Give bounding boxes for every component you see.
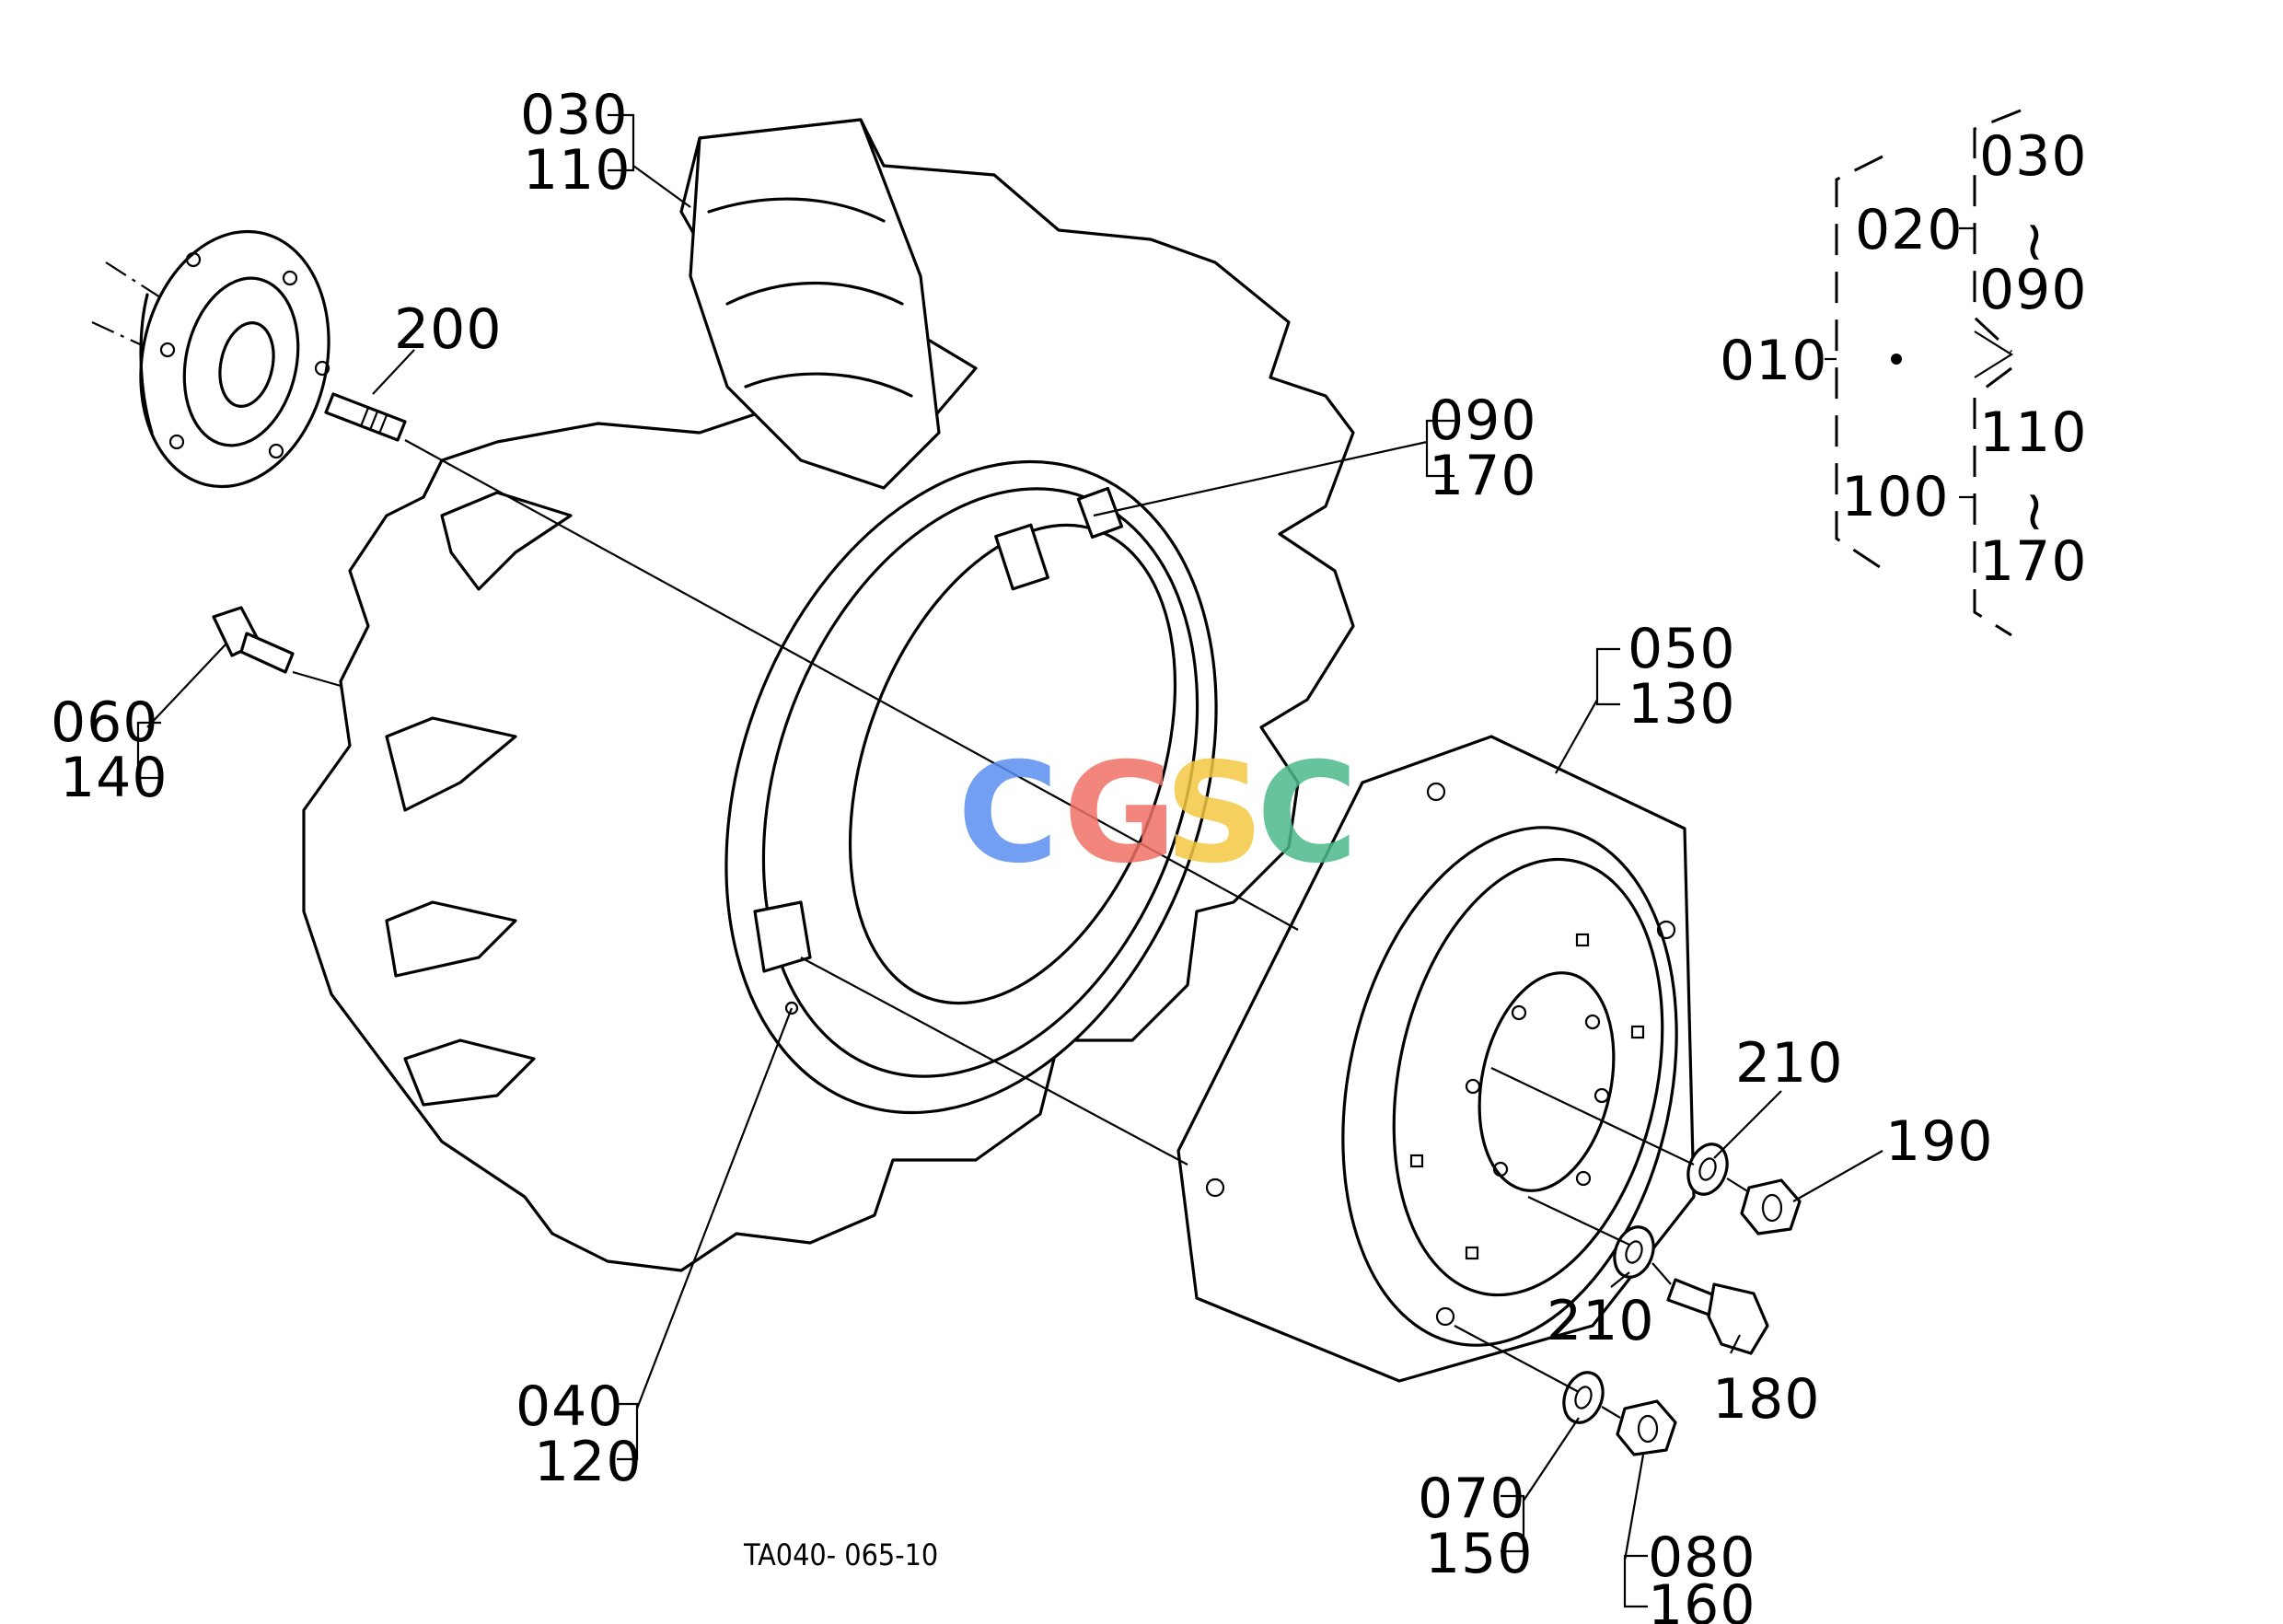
label-060: 060 bbox=[51, 690, 159, 755]
stud-bolt-200 bbox=[324, 392, 407, 442]
watermark-letter-1: C bbox=[957, 734, 1059, 894]
label-050: 050 bbox=[1628, 617, 1736, 681]
legend-label-170: 170 bbox=[1979, 529, 2088, 594]
nut-190 bbox=[1740, 1178, 1802, 1235]
label-210-upper: 210 bbox=[1735, 1031, 1844, 1096]
label-070: 070 bbox=[1418, 1467, 1526, 1531]
legend-label-010: 010 bbox=[1720, 329, 1828, 393]
bolt-180 bbox=[1666, 1278, 1769, 1355]
bolt-060 bbox=[212, 606, 295, 674]
wheel-disc bbox=[1176, 735, 1696, 1383]
legend-range-mark-upper: ~ bbox=[2003, 219, 2068, 266]
label-090: 090 bbox=[1429, 389, 1537, 453]
washer-070 bbox=[1562, 1371, 1605, 1424]
label-130: 130 bbox=[1628, 672, 1736, 737]
label-080: 080 bbox=[1648, 1525, 1756, 1590]
legend-label-020: 020 bbox=[1855, 198, 1964, 262]
label-210-lower: 210 bbox=[1547, 1289, 1655, 1353]
legend-range-mark-lower: ~ bbox=[2003, 489, 2068, 536]
label-140: 140 bbox=[60, 746, 168, 810]
legend-label-030: 030 bbox=[1979, 124, 2088, 189]
drawing-code: TA040- 065-10 bbox=[743, 1537, 938, 1572]
wheel-hub bbox=[91, 229, 330, 489]
label-150: 150 bbox=[1425, 1522, 1534, 1586]
legend-label-110: 110 bbox=[1979, 400, 2088, 465]
label-170: 170 bbox=[1429, 444, 1537, 508]
leader-lines bbox=[136, 113, 1883, 1608]
part-labels: 030 110 200 090 170 060 140 050 130 210 … bbox=[51, 83, 2088, 1624]
legend-label-090: 090 bbox=[1979, 258, 2088, 322]
label-120: 120 bbox=[534, 1430, 643, 1494]
nut-080 bbox=[1616, 1399, 1677, 1456]
assembly-lines bbox=[292, 439, 1750, 1419]
label-040: 040 bbox=[516, 1375, 624, 1439]
label-200: 200 bbox=[394, 297, 503, 362]
watermark-logo: C G S C bbox=[957, 734, 1358, 894]
assembly-legend bbox=[1825, 109, 2022, 637]
label-160: 160 bbox=[1648, 1573, 1756, 1624]
label-110: 110 bbox=[523, 138, 632, 203]
watermark-letter-2: G bbox=[1063, 734, 1176, 894]
label-190: 190 bbox=[1885, 1109, 1994, 1174]
watermark-letter-3: S bbox=[1165, 734, 1264, 894]
legend-label-100: 100 bbox=[1841, 465, 1950, 529]
watermark-letter-4: C bbox=[1257, 734, 1358, 894]
tire-lugged bbox=[302, 118, 1355, 1272]
label-030: 030 bbox=[520, 83, 629, 147]
label-180: 180 bbox=[1712, 1367, 1821, 1432]
